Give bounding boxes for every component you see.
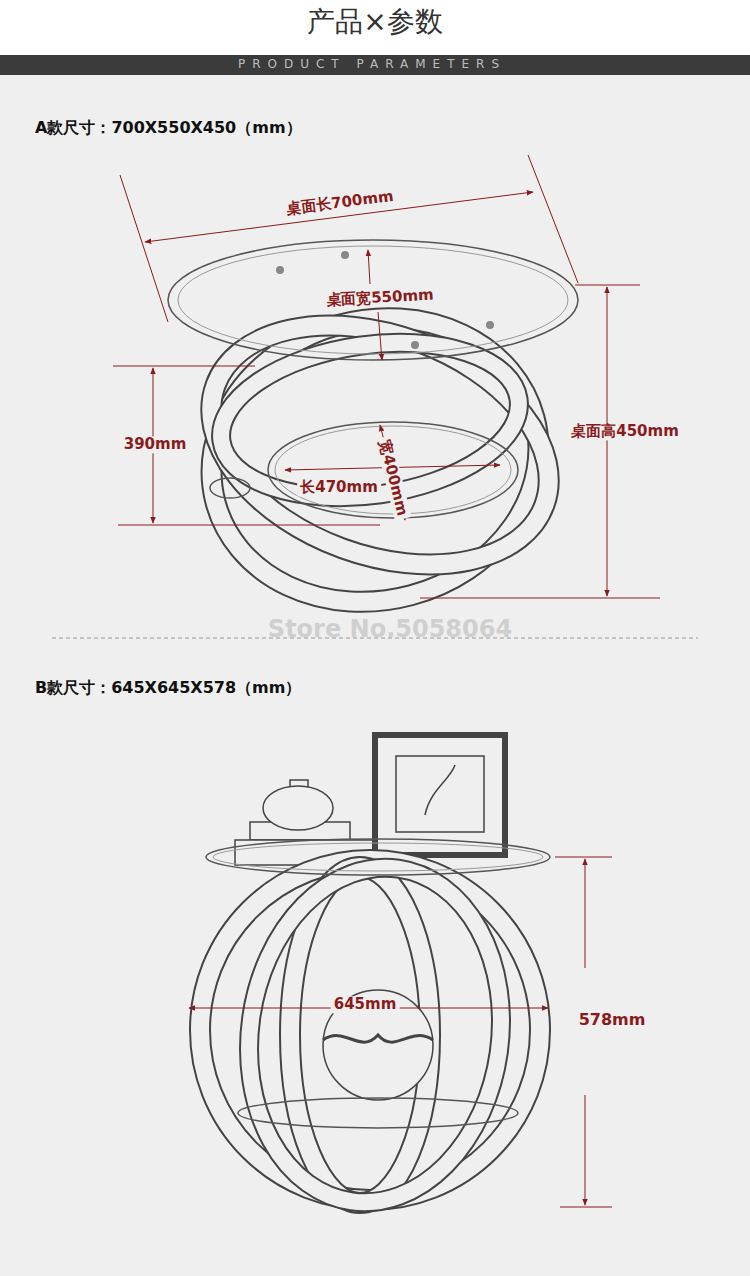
dimension-label: 578mm (576, 1011, 649, 1029)
dimension-label: 桌面长700mm (283, 188, 398, 219)
dimension-label: 长470mm (297, 479, 381, 496)
dimension-label: 390mm (121, 436, 190, 453)
dimension-label: 宽400mm (375, 435, 412, 520)
dimension-label: 桌面高450mm (568, 423, 682, 440)
band-text: PRODUCT PARAMETERS (238, 58, 506, 72)
dimension-label: 桌面宽550mm (323, 286, 437, 309)
model-heading: B款尺寸：645X645X578（mm） (35, 679, 301, 697)
dimension-label: 645mm (331, 996, 400, 1013)
model-heading: A款尺寸：700X550X450（mm） (35, 119, 302, 137)
watermark: Store No.5058064 (268, 616, 512, 644)
page-title: 产品×参数 (307, 6, 442, 38)
